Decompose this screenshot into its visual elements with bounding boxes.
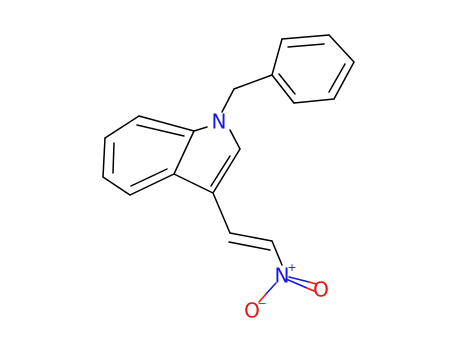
- atom-label-nitro-oxygen-double: O: [313, 278, 329, 302]
- atom-label-nitro-oxygen-single: O −: [244, 297, 266, 323]
- nitro-oxygen-double-symbol: O: [313, 278, 329, 302]
- benzyl-phenyl-ring: [271, 34, 355, 104]
- atom-label-nitro-nitrogen: N +: [275, 261, 297, 288]
- indole-benzene-ring: [102, 115, 195, 196]
- nitro-oxygen-single-charge: −: [257, 297, 266, 310]
- nitro-oxygen-single-symbol: O: [244, 299, 260, 323]
- nitro-nitrogen-symbol: N: [275, 264, 290, 288]
- atom-label-indole-nitrogen: N: [212, 110, 227, 134]
- nitro-group-bonds: [258, 276, 317, 303]
- indole-pyrrole-ring: [173, 126, 241, 194]
- benzyl-methylene: [221, 74, 273, 113]
- indole-nitrogen-symbol: N: [212, 110, 227, 134]
- vinyl-chain: [212, 192, 283, 266]
- nitro-nitrogen-charge: +: [287, 261, 296, 274]
